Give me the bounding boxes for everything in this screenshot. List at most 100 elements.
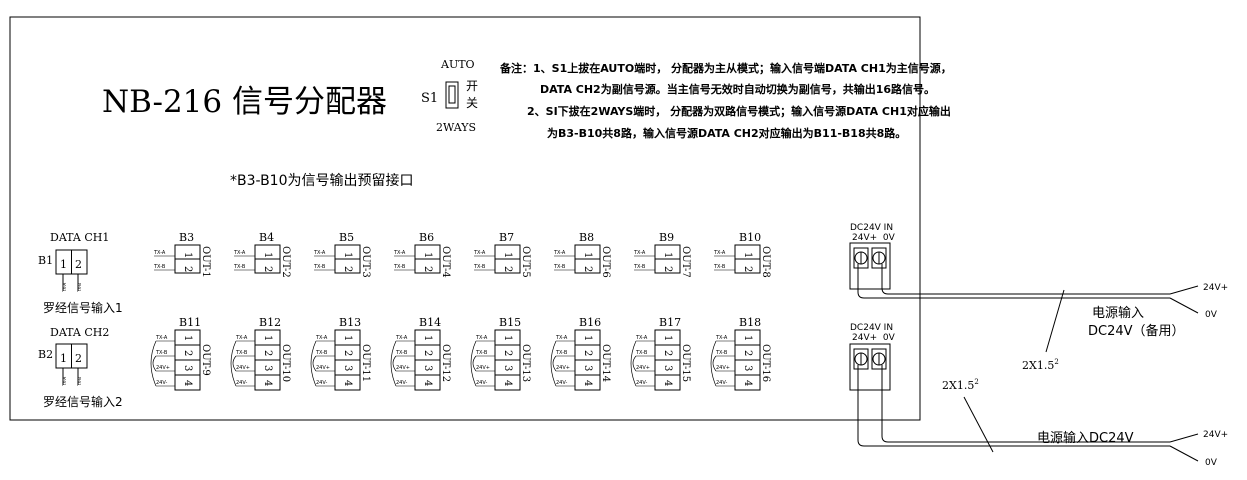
pin-number: 1	[182, 335, 193, 341]
pin-label: 24V-	[636, 380, 647, 386]
power-terminal-box	[849, 242, 891, 290]
input-id: B1	[38, 254, 53, 267]
input-id: B2	[38, 348, 53, 361]
out-label: OUT-5	[520, 246, 531, 278]
note-line-3: 2、SI下拔在2WAYS端时， 分配器为双路信号模式；输入信号源DATA CH1…	[527, 104, 951, 118]
pin-label: TX-B	[153, 264, 166, 270]
pin-number: 2	[262, 266, 273, 272]
pin-label: TX-A	[155, 335, 168, 341]
pin-number: 1	[742, 252, 753, 258]
terminal-name: B17	[659, 316, 681, 329]
switch-top-label: AUTO	[440, 58, 475, 71]
terminal-name: B18	[739, 316, 761, 329]
pin-number: 2	[342, 266, 353, 272]
pin-label: TX-B	[713, 264, 726, 270]
pin-number: 3	[742, 365, 753, 371]
pin-label: 24V+	[556, 365, 570, 371]
power-cable-2	[857, 365, 1199, 462]
pin-number: 1	[502, 252, 513, 258]
out-label: OUT-13	[520, 344, 531, 382]
terminal-name: B9	[659, 231, 674, 244]
pin-number: 1	[342, 335, 353, 341]
pin-label: TX-B	[395, 350, 408, 356]
pin-label: TX-B	[555, 350, 568, 356]
pin-number: 1	[662, 335, 673, 341]
switch-body	[445, 81, 459, 109]
pin-label: 24V-	[476, 380, 487, 386]
switch-bottom-label: 2WAYS	[436, 121, 476, 134]
input-caption: 罗经信号输入2	[43, 394, 123, 409]
pin-number: 1	[60, 352, 67, 365]
terminal-name: B8	[579, 231, 594, 244]
pin-number: 3	[342, 365, 353, 371]
pin-number: 1	[60, 258, 67, 271]
terminal-name: B11	[179, 316, 201, 329]
pin-label: 24V-	[156, 380, 167, 386]
out-label: OUT-4	[440, 246, 451, 278]
pin-number: 1	[422, 252, 433, 258]
pin-label: TX-B	[553, 264, 566, 270]
pin-label: TX-A	[395, 335, 408, 341]
note-line-1: 备注：1、S1上拔在AUTO端时， 分配器为主从模式；输入信号端DATA CH1…	[499, 61, 952, 75]
pin-label: 24V-	[716, 380, 727, 386]
out-label: OUT-3	[360, 246, 371, 278]
pin-label: 24V-	[556, 380, 567, 386]
switch-s1: S1 AUTO 2WAYS 开 关	[421, 58, 478, 134]
out-label: OUT-10	[280, 344, 291, 382]
power-zero-label: 0V	[1205, 458, 1218, 468]
pin-number: 2	[582, 350, 593, 356]
cable-spec: 2X1.52	[1022, 358, 1059, 372]
power-terminal-1: DC24V IN 24V+ 0V	[849, 223, 896, 290]
power-terminal-sub: 24V+ 0V	[852, 333, 896, 343]
pin-label: TX-B	[313, 264, 326, 270]
pin-label: TX-A	[235, 335, 248, 341]
terminal-name: B3	[179, 231, 194, 244]
pin-label: TX-A	[62, 283, 67, 293]
pin-label: TX-A	[635, 335, 648, 341]
out-label: OUT-2	[280, 246, 291, 278]
switch-on-label: 开	[466, 79, 478, 93]
power-cable-1	[857, 264, 1199, 353]
pin-number: 1	[182, 252, 193, 258]
pin-label: TX-B	[315, 350, 328, 356]
pin-number: 4	[262, 380, 273, 386]
pin-number: 2	[75, 258, 82, 271]
power-terminal-head: DC24V IN	[850, 223, 893, 233]
pin-label: TX-A	[313, 250, 326, 256]
pin-number: 2	[422, 266, 433, 272]
pin-number: 1	[262, 335, 273, 341]
pin-label: TX-A	[62, 377, 67, 387]
input-caption: 罗经信号输入1	[43, 300, 123, 315]
pin-label: TX-B	[155, 350, 168, 356]
pin-number: 3	[582, 365, 593, 371]
pin-number: 2	[422, 350, 433, 356]
pin-number: 2	[742, 350, 753, 356]
enclosure	[9, 16, 921, 421]
pin-number: 3	[182, 365, 193, 371]
pin-label: 24V+	[316, 365, 330, 371]
pin-label: TX-B	[715, 350, 728, 356]
pin-number: 2	[342, 350, 353, 356]
pin-number: 2	[262, 350, 273, 356]
pin-number: 1	[582, 335, 593, 341]
pin-number: 4	[422, 380, 433, 386]
reserved-note: *B3-B10为信号输出预留接口	[230, 172, 413, 189]
pin-label: TX-B	[235, 350, 248, 356]
pin-number: 1	[582, 252, 593, 258]
input-head: DATA CH1	[50, 231, 109, 244]
pin-label: 24V+	[236, 365, 250, 371]
pin-number: 1	[502, 335, 513, 341]
